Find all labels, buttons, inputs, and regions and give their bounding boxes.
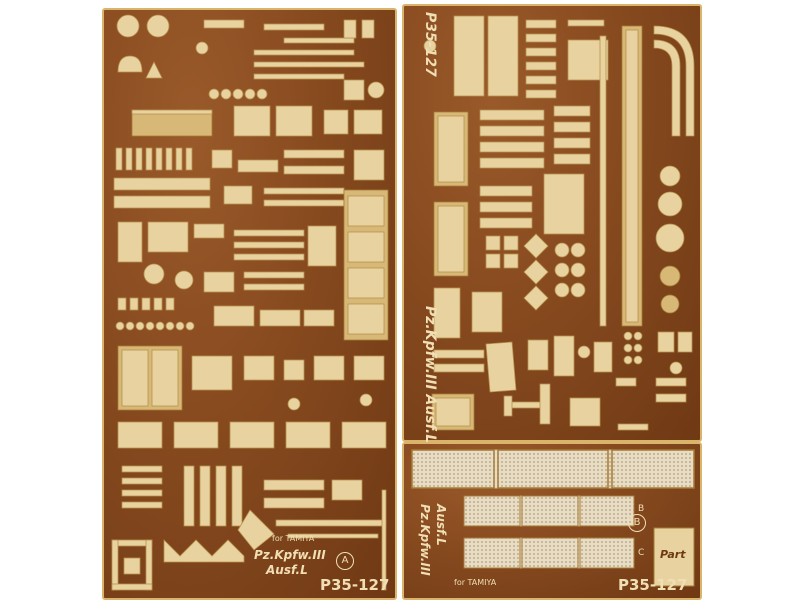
fret-a-letter: A	[336, 552, 354, 570]
fret-b-mesh-label-b: B	[638, 504, 645, 514]
fret-b-upper: P35-127 Pz.Kpfw.III Ausf.L	[402, 4, 702, 444]
fret-a-tank-name: Pz.Kpfw.III	[254, 548, 326, 562]
fret-b-upper-parts	[423, 15, 695, 431]
fret-b-brand-logo: Part	[660, 548, 686, 561]
fret-b-product-code: P35-127	[618, 576, 688, 594]
fret-a-product-code: P35-127	[320, 576, 390, 594]
fret-a-parts	[111, 14, 389, 591]
fret-b-letter: B	[628, 514, 646, 532]
fret-b-vertical-name: Pz.Kpfw.III Ausf.L	[422, 306, 438, 444]
fret-a-variant: Ausf.L	[266, 563, 308, 577]
fret-b-mesh-parts	[411, 449, 695, 587]
fret-b-for-kit: for TAMIYA	[454, 578, 497, 587]
fret-b-mesh-label-c: C	[638, 548, 645, 558]
fret-b-lower: B C B Part Pz.Kpfw.III Ausf.L for TAMIYA…	[402, 442, 702, 600]
fret-b-tank-name: Pz.Kpfw.III	[418, 504, 432, 576]
fret-a-for-kit: for TAMIYA	[272, 534, 315, 543]
fret-a: for TAMIYA Pz.Kpfw.III Ausf.L A P35-127	[102, 8, 397, 600]
fret-b-variant: Ausf.L	[434, 504, 448, 546]
fret-b-vertical-code: P35-127	[422, 12, 438, 77]
